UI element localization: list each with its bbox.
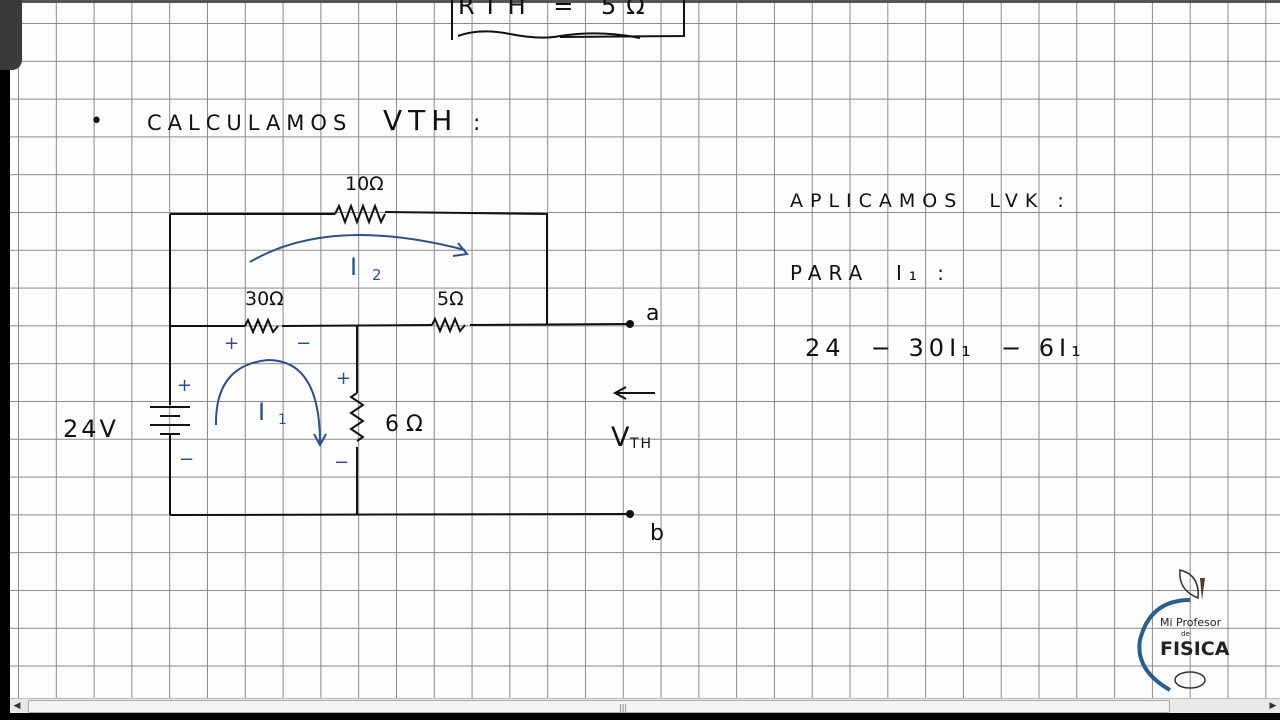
i2-loop-arrow xyxy=(249,234,466,263)
vth-label: V xyxy=(611,422,630,453)
label-6-ohm: 6 Ω xyxy=(385,412,423,437)
rth-result-box xyxy=(451,0,685,40)
note-equation: 24 − 30I₁ − 6I₁ xyxy=(805,334,1086,362)
r30-minus: − xyxy=(296,333,311,354)
source-minus: − xyxy=(179,449,194,470)
logo-swoosh xyxy=(1137,598,1191,692)
horizontal-scrollbar[interactable]: ◀ ||| ▶ xyxy=(10,698,1280,713)
i1-arrowhead xyxy=(313,433,327,448)
leaf-icon xyxy=(1179,569,1199,600)
label-24v: 24V xyxy=(63,415,119,443)
i2-arrowhead xyxy=(452,242,469,257)
scrollbar-grip: ||| xyxy=(619,703,628,712)
label-i2: I xyxy=(350,253,357,281)
resistor-10-ohm xyxy=(334,203,386,225)
heading-text: CALCULAMOS xyxy=(147,111,352,135)
i1-loop-arrow xyxy=(214,358,321,444)
bullet: • xyxy=(90,109,103,134)
logo-apple-base xyxy=(1174,671,1206,689)
battery-24v xyxy=(150,406,190,445)
label-5-ohm: 5Ω xyxy=(437,288,464,310)
label-30-ohm: 30Ω xyxy=(245,288,284,310)
node-a-dot xyxy=(626,320,634,328)
left-edge-tab xyxy=(0,0,22,70)
note-lvk: APLICAMOS LVK : xyxy=(790,190,1071,212)
scroll-left-icon[interactable]: ◀ xyxy=(13,701,21,711)
node-a-label: a xyxy=(646,301,659,326)
node-b-dot xyxy=(626,510,634,518)
middle-wire xyxy=(170,323,631,327)
mi-profesor-de-fisica-logo: Mi Profesor de FISICA xyxy=(1137,569,1230,692)
resistor-5-ohm xyxy=(431,316,466,334)
top-wire xyxy=(170,211,548,325)
graph-paper xyxy=(10,3,1280,698)
top-edge xyxy=(0,0,1280,3)
r6-minus: − xyxy=(334,452,349,473)
label-i1: I xyxy=(258,398,265,426)
resistor-30-ohm xyxy=(244,317,279,335)
heading-colon: : xyxy=(473,111,480,136)
label-10-ohm: 10Ω xyxy=(345,173,384,195)
note-para-i1: PARA I₁ : xyxy=(790,261,951,285)
underline-squiggle xyxy=(457,30,641,39)
heading-vth: VTH xyxy=(383,104,458,137)
circuit-wires xyxy=(169,211,631,516)
bottom-wire xyxy=(169,513,631,516)
source-plus: + xyxy=(177,375,192,396)
label-i2-sub: 2 xyxy=(372,266,382,284)
vth-arrow xyxy=(612,386,655,400)
resistor-6-ohm xyxy=(349,392,365,442)
logo-line1: Mi Profesor xyxy=(1160,616,1222,629)
scroll-right-icon[interactable]: ▶ xyxy=(1269,701,1277,711)
scrollbar-thumb[interactable]: ||| xyxy=(28,700,1170,713)
r6-plus: + xyxy=(336,368,351,389)
label-i1-sub: 1 xyxy=(278,412,287,428)
node-b-label: b xyxy=(650,521,664,546)
vth-label-sub: TH xyxy=(629,436,653,452)
r30-plus: + xyxy=(224,333,239,354)
logo-line3: FISICA xyxy=(1160,638,1230,660)
rth-result-text: RTH = 5Ω xyxy=(458,0,655,20)
logo-line2: de xyxy=(1181,630,1190,638)
stem-icon xyxy=(1200,578,1205,600)
